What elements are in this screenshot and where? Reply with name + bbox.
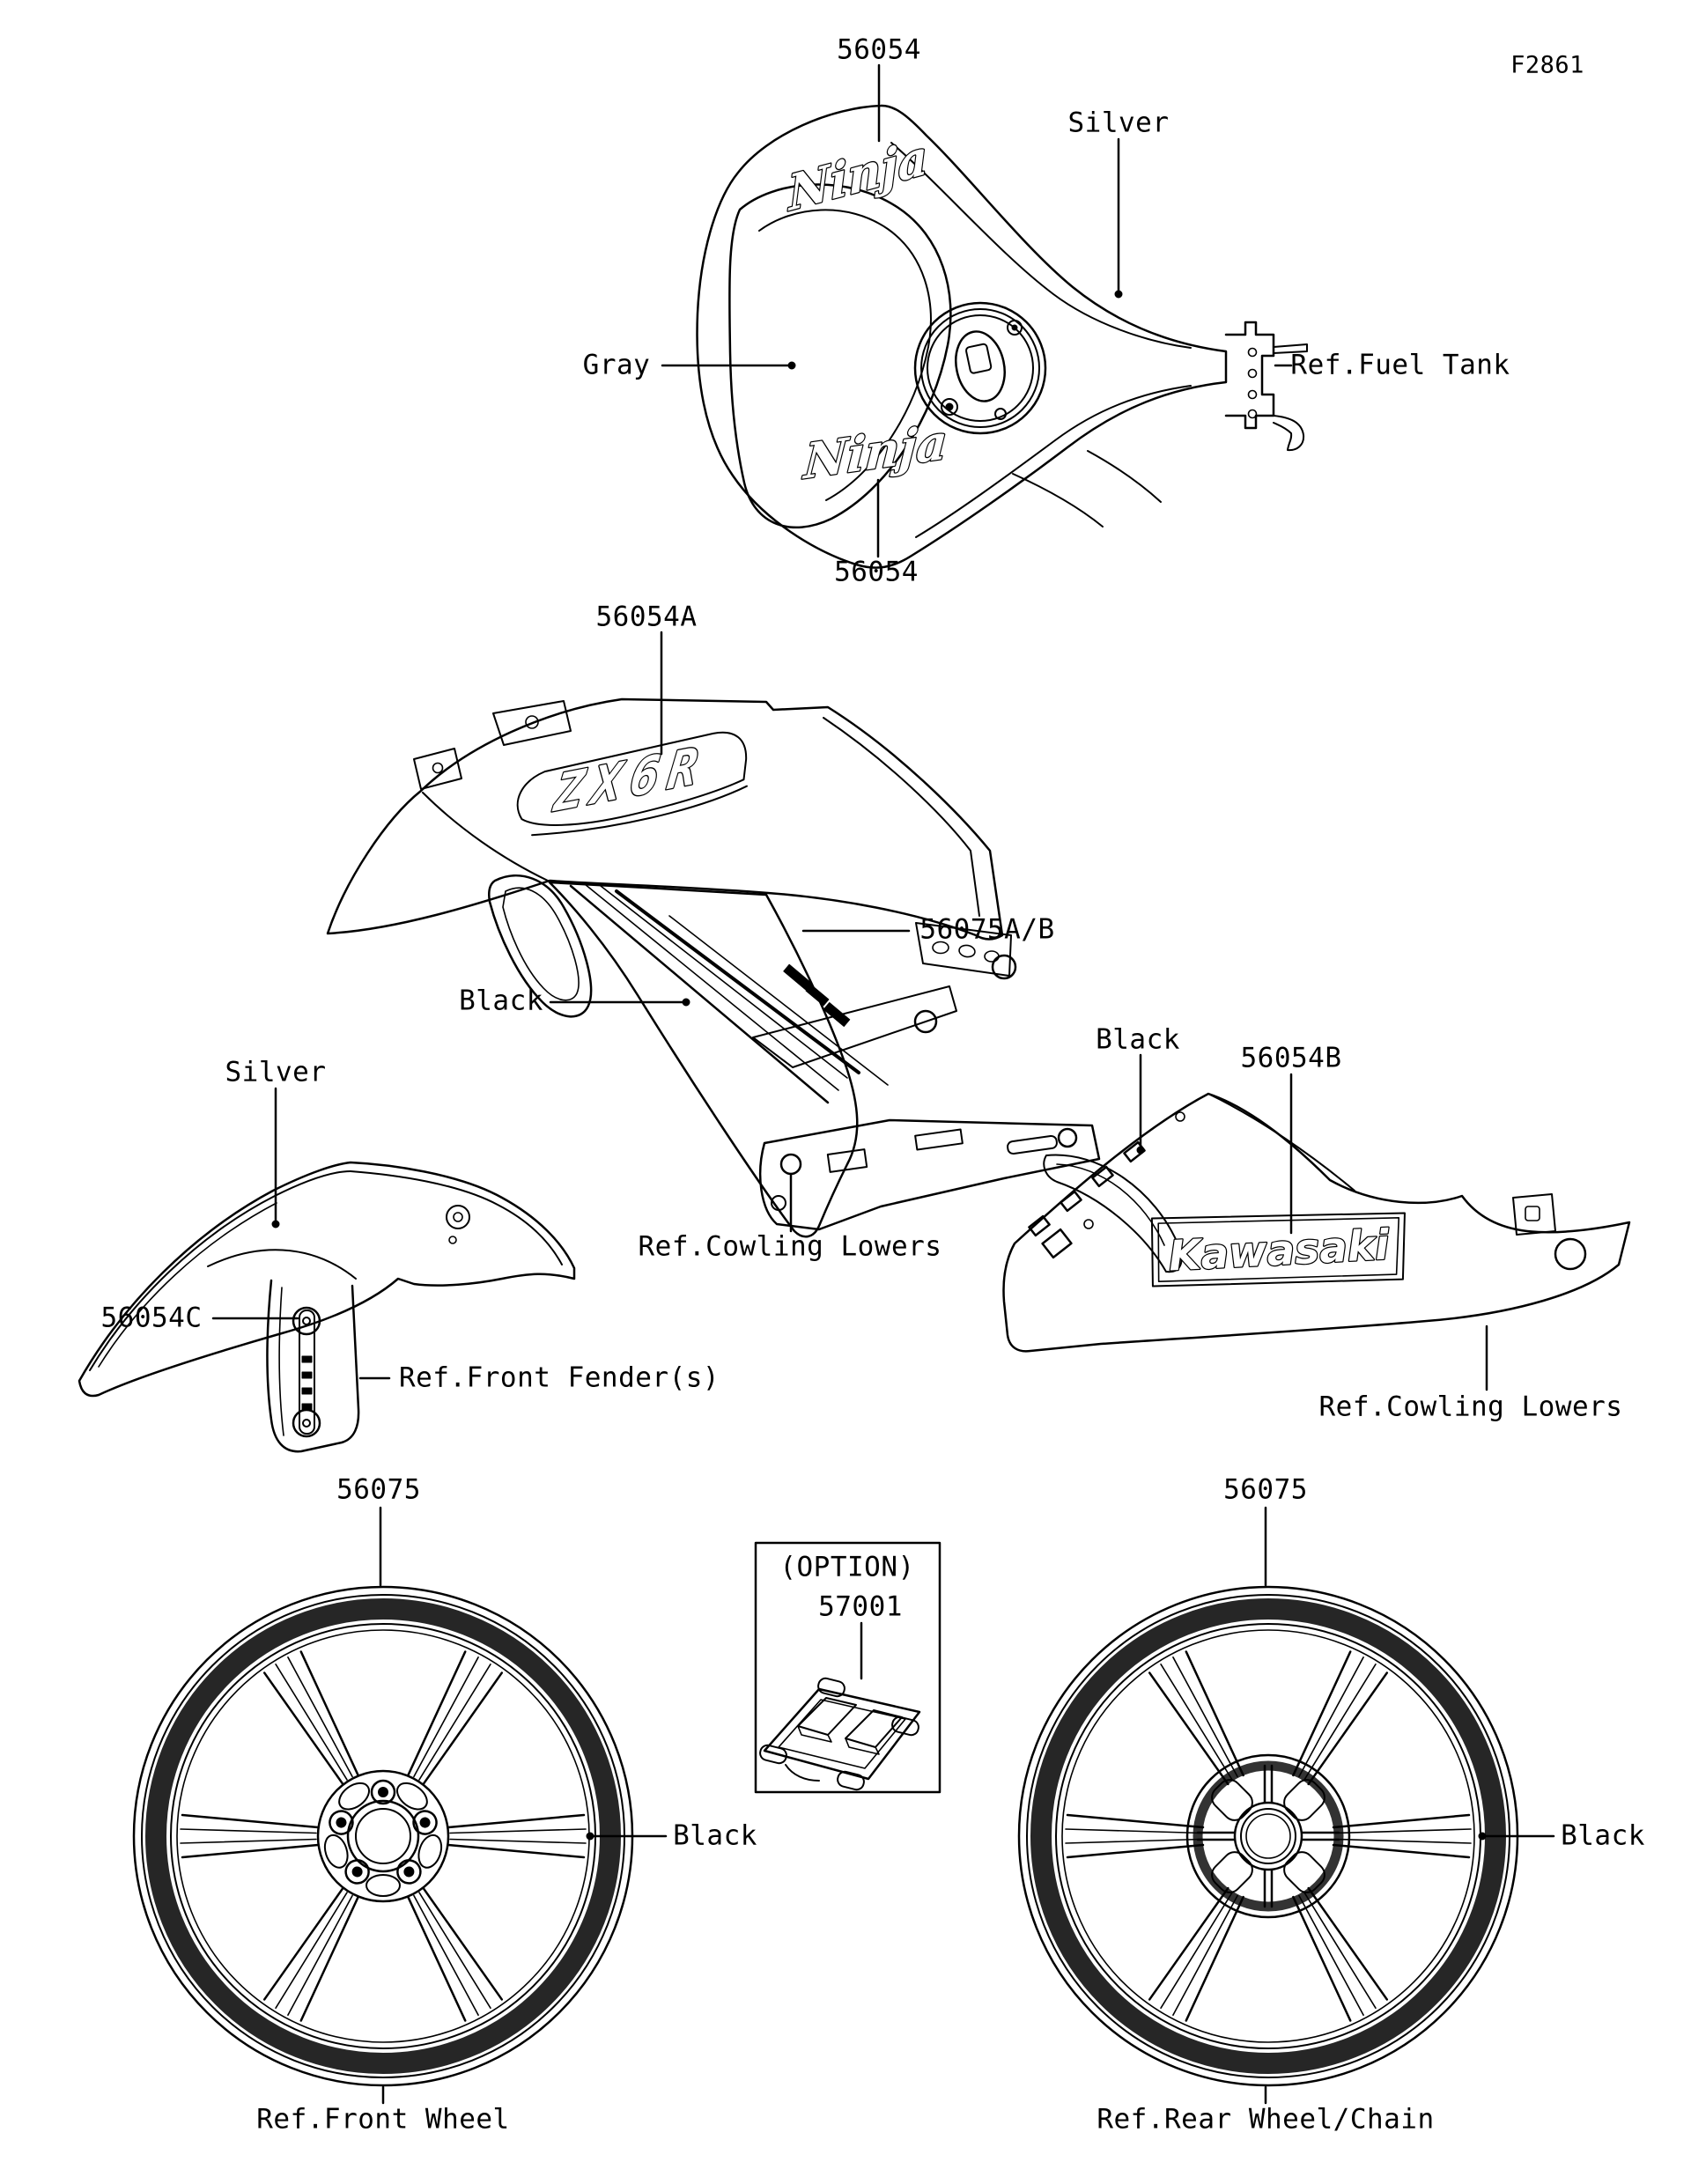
tank-part-bottom-label: 56054 xyxy=(834,556,919,588)
uc-part-label: 56054A xyxy=(595,601,698,633)
kawasaki-decal: Kawasaki xyxy=(1150,1212,1406,1288)
fuel-cap-icon xyxy=(913,301,1047,435)
rear-wheel-drawing xyxy=(1019,1587,1517,2085)
option-part-label: 57001 xyxy=(818,1590,903,1623)
lower-cowling-drawing: Kawasaki xyxy=(1002,1053,1631,1391)
fw-part-label: 56075 xyxy=(336,1473,421,1506)
svg-text:ZX6R: ZX6R xyxy=(550,734,710,824)
lc-part-label: 56054B xyxy=(1240,1042,1342,1074)
fender-stay xyxy=(266,1279,360,1453)
ff-part-label: 56054C xyxy=(100,1302,203,1334)
ninja-decal-bottom: Ninja xyxy=(801,413,949,491)
rw-ref-label: Ref.Rear Wheel/Chain xyxy=(1097,2103,1435,2136)
front-hub-bolts xyxy=(323,1779,443,1897)
leader-uc-black xyxy=(549,998,690,1007)
uc-black-label: Black xyxy=(459,985,543,1017)
uc-ref-label: Ref.Cowling Lowers xyxy=(638,1230,942,1263)
option-part-drawing xyxy=(759,1677,921,1791)
uc-stripe-part-label: 56075A/B xyxy=(919,913,1055,946)
front-fender-drawing xyxy=(78,1087,576,1453)
svg-text:Kawasaki: Kawasaki xyxy=(1168,1221,1392,1280)
tank-gray-label: Gray xyxy=(582,349,651,381)
rear-hub-holes xyxy=(1211,1779,1325,1893)
figure-code: F2861 xyxy=(1510,51,1584,79)
leader-tank-silver xyxy=(1114,137,1123,299)
fuel-tank-drawing: Ninja Ninja xyxy=(661,63,1308,569)
leader-fw-black xyxy=(586,1832,668,1841)
leader-tank-gray xyxy=(661,361,796,370)
leader-lc-black xyxy=(1136,1053,1145,1155)
fw-ref-label: Ref.Front Wheel xyxy=(256,2103,510,2136)
cowling-stay xyxy=(915,922,1017,980)
ff-silver-label: Silver xyxy=(225,1056,327,1088)
ff-ref-label: Ref.Front Fender(s) xyxy=(398,1361,720,1394)
tank-part-top-label: 56054 xyxy=(837,33,921,66)
lc-ref-label: Ref.Cowling Lowers xyxy=(1318,1391,1623,1423)
front-wheel-drawing xyxy=(134,1587,632,2085)
option-label: (OPTION) xyxy=(779,1551,915,1583)
option-box xyxy=(754,1541,941,1794)
tank-silver-label: Silver xyxy=(1067,107,1170,139)
tank-ref-label: Ref.Fuel Tank xyxy=(1290,349,1510,381)
stripe-decal xyxy=(569,883,889,1104)
rw-black-label: Black xyxy=(1561,1819,1645,1852)
zx6r-decal: ZX6R xyxy=(516,731,748,837)
lc-black-label: Black xyxy=(1096,1023,1180,1056)
fw-black-label: Black xyxy=(673,1819,757,1852)
tank-mount-bracket xyxy=(1224,321,1308,452)
rear-hub-cross xyxy=(1196,1764,1340,1908)
ninja-decal-top: Ninja xyxy=(785,128,928,222)
leader-ff-silver xyxy=(271,1087,280,1228)
lower-cowling-tabs xyxy=(1028,1111,1185,1259)
leader-rw-black xyxy=(1478,1832,1555,1841)
rw-part-label: 56075 xyxy=(1223,1473,1308,1506)
